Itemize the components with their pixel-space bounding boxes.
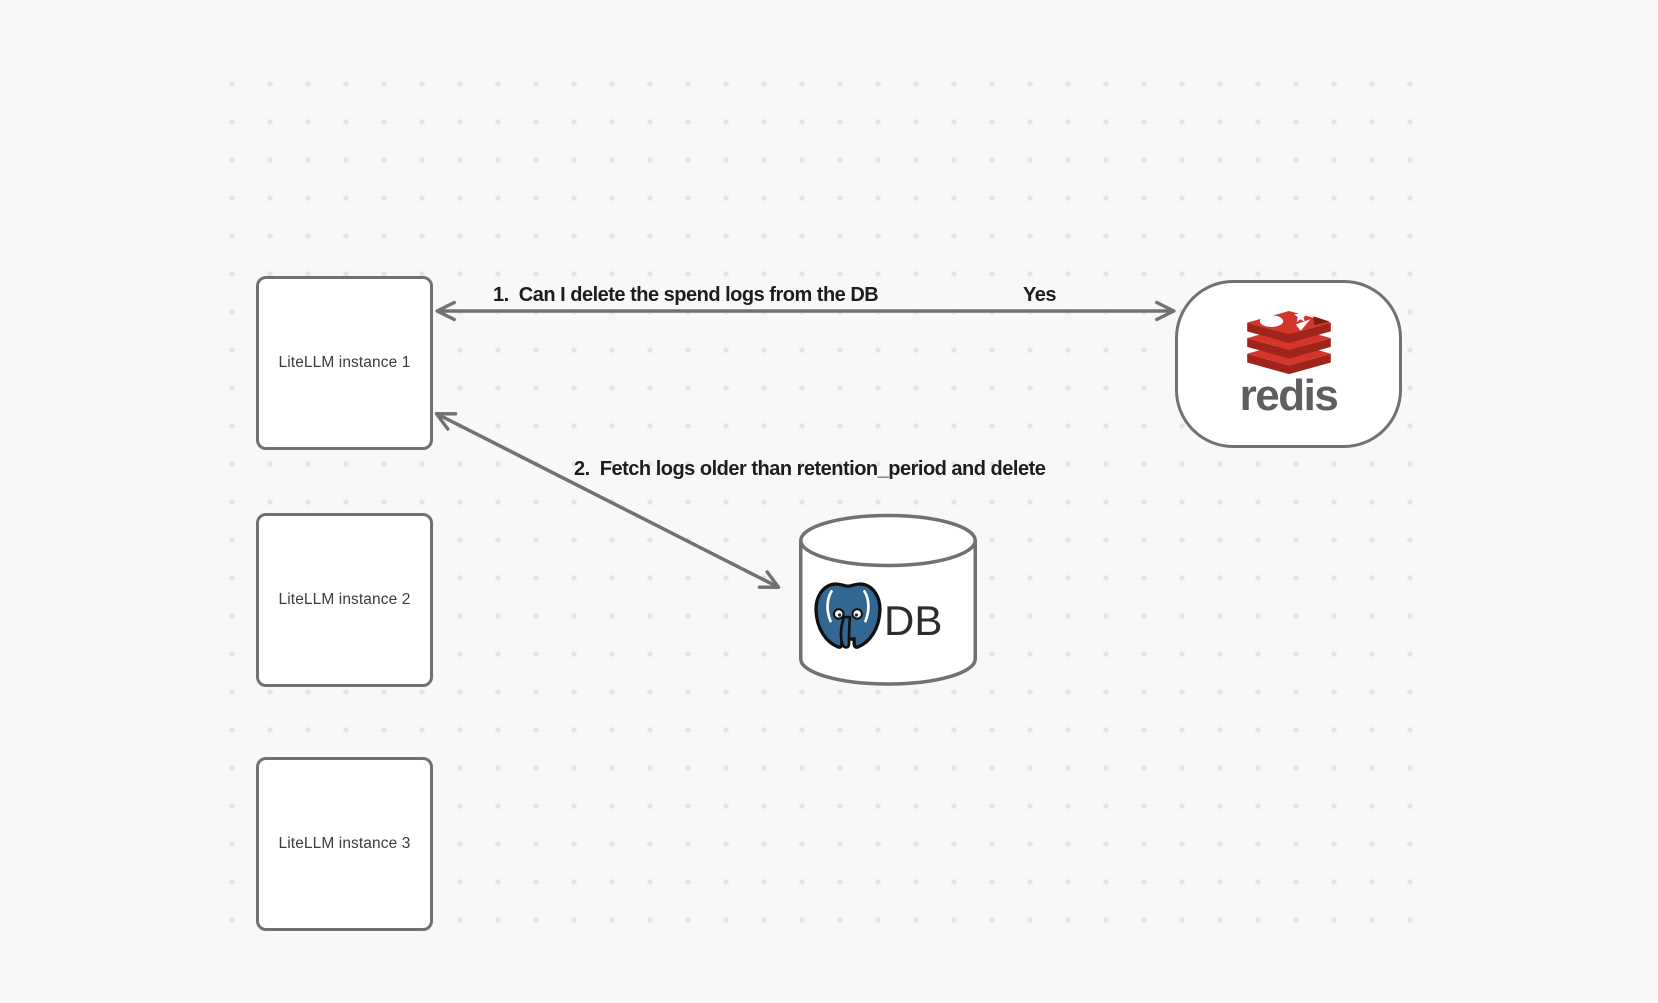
node-litellm-instance-1[interactable]: LiteLLM instance 1 xyxy=(256,276,433,450)
redis-stack-logo-icon xyxy=(1246,309,1331,375)
node-litellm-instance-3[interactable]: LiteLLM instance 3 xyxy=(256,757,433,931)
node-redis[interactable]: redis xyxy=(1175,280,1402,448)
edge-litellm1-to-db[interactable] xyxy=(434,412,781,589)
redis-wordmark: redis xyxy=(1239,371,1339,420)
node-label: LiteLLM instance 2 xyxy=(278,591,411,608)
node-litellm-instance-2[interactable]: LiteLLM instance 2 xyxy=(256,513,433,687)
db-node-label: DB xyxy=(884,597,943,644)
node-label: LiteLLM instance 1 xyxy=(278,354,411,371)
edge1-question-label: 1. Can I delete the spend logs from the … xyxy=(493,284,879,306)
edge2-fetch-label: 2. Fetch logs older than retention_perio… xyxy=(574,458,1046,480)
node-label: LiteLLM instance 3 xyxy=(278,835,411,852)
edge1-response-label: Yes xyxy=(1023,284,1056,306)
